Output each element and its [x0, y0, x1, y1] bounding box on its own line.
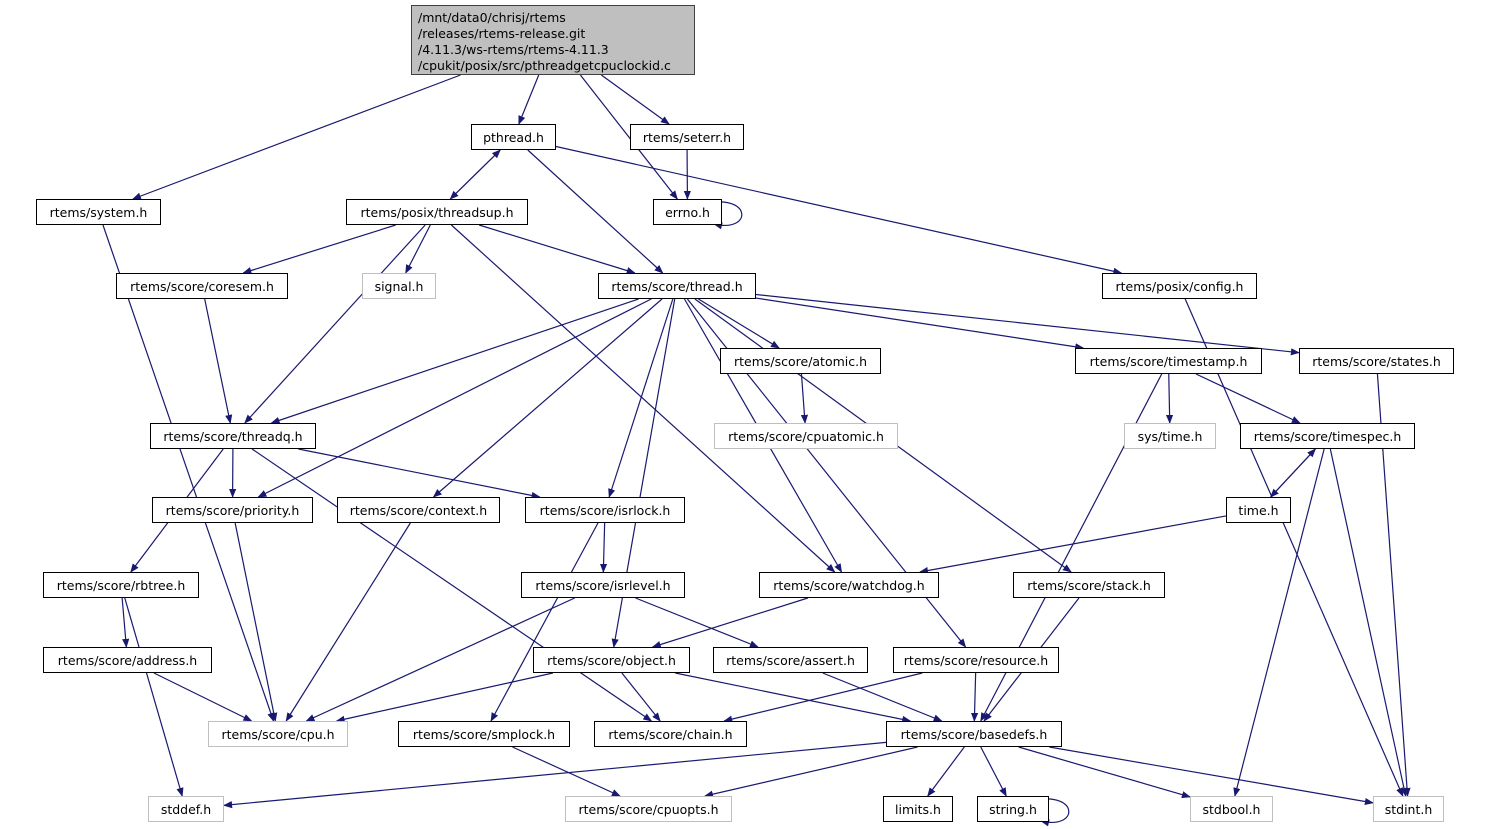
edge-isrlevel-to-cpu: [305, 597, 575, 722]
edge-thread-to-threadq: [270, 298, 639, 424]
node-rtems-posix-threadsup-h[interactable]: rtems/posix/threadsup.h: [346, 199, 528, 225]
edge-basedefs-to-limits: [927, 746, 965, 797]
edge-threadsup-to-threadq: [244, 224, 426, 424]
node-rtems-score-states-h[interactable]: rtems/score/states.h: [1299, 348, 1454, 374]
node-rtems-seterr-h[interactable]: rtems/seterr.h: [630, 124, 744, 150]
node-rtems-score-timestamp-h[interactable]: rtems/score/timestamp.h: [1075, 348, 1262, 374]
node-signal-h[interactable]: signal.h: [362, 273, 436, 299]
edge-thread-to-isrlock: [608, 298, 674, 498]
edge-rbtree-to-address: [121, 597, 130, 648]
root-path-line: /releases/rtems-release.git: [418, 26, 586, 41]
edge-address-to-cpu: [153, 672, 253, 722]
node-rtems-score-smplock-h[interactable]: rtems/score/smplock.h: [398, 721, 570, 747]
node-rtems-score-thread-h[interactable]: rtems/score/thread.h: [598, 273, 756, 299]
node-rtems-score-isrlevel-h[interactable]: rtems/score/isrlevel.h: [521, 572, 685, 598]
node-stdbool-h[interactable]: stdbool.h: [1190, 796, 1273, 822]
edge-basedefs-to-stdint: [1049, 746, 1374, 806]
edge-timestamp-to-systime: [1165, 373, 1174, 424]
edge-object-to-cpu: [335, 672, 554, 723]
node-rtems-score-stack-h[interactable]: rtems/score/stack.h: [1013, 572, 1165, 598]
edge-thread-to-states: [755, 293, 1300, 356]
edge-timestamp-to-basedefs: [980, 373, 1163, 722]
edge-threadsup-to-signal: [405, 224, 431, 274]
edge-thread-to-resource: [686, 298, 967, 648]
edge-threadq-to-isrlock: [298, 448, 541, 499]
node-stdint-h[interactable]: stdint.h: [1373, 796, 1444, 822]
edge-basedefs-to-stddef: [223, 741, 887, 809]
node-rtems-score-chain-h[interactable]: rtems/score/chain.h: [594, 721, 747, 747]
edge-root-to-errno: [579, 74, 678, 200]
node-string-h[interactable]: string.h: [977, 796, 1049, 822]
node-rtems-score-threadq-h[interactable]: rtems/score/threadq.h: [150, 423, 316, 449]
node-rtems-score-cpuopts-h[interactable]: rtems/score/cpuopts.h: [565, 796, 732, 822]
edge-resource-to-basedefs: [970, 672, 979, 722]
edge-threadsup-to-watchdog: [450, 224, 836, 573]
edge-atomic-to-cpuatomic: [800, 373, 809, 424]
node-rtems-score-isrlock-h[interactable]: rtems/score/isrlock.h: [525, 497, 685, 523]
edge-root-to-pthread: [518, 74, 540, 125]
root-path-line: /mnt/data0/chrisj/rtems: [418, 10, 566, 25]
edge-isrlock-to-smplock: [490, 522, 599, 722]
node-rtems-score-context-h[interactable]: rtems/score/context.h: [337, 497, 500, 523]
node-rtems-score-coresem-h[interactable]: rtems/score/coresem.h: [116, 273, 288, 299]
edge-timespec-to-stdint: [1329, 448, 1408, 797]
root-file-node[interactable]: /mnt/data0/chrisj/rtems /releases/rtems-…: [411, 5, 695, 75]
edge-root-to-seterr: [600, 74, 670, 125]
node-rtems-score-rbtree-h[interactable]: rtems/score/rbtree.h: [43, 572, 199, 598]
edge-assert-to-basedefs: [822, 672, 943, 722]
edge-priority-to-cpu: [234, 522, 278, 722]
edge-coresem-to-threadq: [204, 298, 233, 424]
node-rtems-score-assert-h[interactable]: rtems/score/assert.h: [713, 647, 868, 673]
edge-root-to-system: [132, 74, 461, 200]
edge-thread-to-context: [432, 298, 663, 498]
node-rtems-score-object-h[interactable]: rtems/score/object.h: [533, 647, 690, 673]
edge-thread-to-priority: [257, 298, 652, 498]
edge-object-to-chain: [621, 672, 661, 722]
edge-time-to-watchdog: [919, 515, 1227, 575]
edge-basedefs-to-cpuopts: [704, 746, 918, 798]
node-stddef-h[interactable]: stddef.h: [148, 796, 224, 822]
node-rtems-score-address-h[interactable]: rtems/score/address.h: [43, 647, 212, 673]
root-path-line: /4.11.3/ws-rtems/rtems-4.11.3: [418, 42, 609, 57]
node-rtems-score-cpuatomic-h[interactable]: rtems/score/cpuatomic.h: [714, 423, 898, 449]
edge-thread-to-atomic: [698, 298, 780, 349]
node-rtems-score-resource-h[interactable]: rtems/score/resource.h: [893, 647, 1059, 673]
node-limits-h[interactable]: limits.h: [883, 796, 953, 822]
edge-thread-to-timestamp: [755, 297, 1085, 351]
edge-isrlevel-to-assert: [635, 597, 759, 648]
edge-thread-to-object: [611, 298, 676, 648]
edge-basedefs-to-string: [980, 746, 1007, 797]
edge-threadsup-to-thread: [478, 224, 636, 275]
edge-pthread-to-thread: [527, 149, 664, 274]
edge-threadsup-to-pthread: [449, 149, 501, 200]
edge-basedefs-to-stdbool: [1018, 746, 1191, 799]
edge-pthread-to-config: [555, 145, 1123, 275]
node-rtems-score-watchdog-h[interactable]: rtems/score/watchdog.h: [759, 572, 939, 598]
edge-watchdog-to-object: [651, 597, 809, 648]
edge-isrlock-to-isrlevel: [599, 522, 608, 573]
root-path-line: /cpukit/posix/src/pthreadgetcpuclockid.c: [418, 58, 671, 73]
edge-smplock-to-cpuopts: [512, 746, 621, 797]
edge-object-to-basedefs: [675, 672, 912, 723]
edge-timespec-to-stdbool: [1233, 448, 1325, 797]
node-rtems-score-atomic-h[interactable]: rtems/score/atomic.h: [720, 348, 881, 374]
edge-resource-to-chain: [723, 672, 923, 723]
node-rtems-score-cpu-h[interactable]: rtems/score/cpu.h: [208, 721, 348, 747]
node-pthread-h[interactable]: pthread.h: [471, 124, 556, 150]
node-rtems-score-basedefs-h[interactable]: rtems/score/basedefs.h: [886, 721, 1062, 747]
edge-context-to-cpu: [285, 522, 411, 722]
edge-rbtree-to-stddef: [124, 597, 184, 797]
node-rtems-system-h[interactable]: rtems/system.h: [36, 199, 161, 225]
node-errno-h[interactable]: errno.h: [653, 199, 722, 225]
node-time-h[interactable]: time.h: [1226, 497, 1291, 523]
node-rtems-score-timespec-h[interactable]: rtems/score/timespec.h: [1240, 423, 1415, 449]
node-sys-time-h[interactable]: sys/time.h: [1124, 423, 1216, 449]
node-rtems-score-priority-h[interactable]: rtems/score/priority.h: [152, 497, 313, 523]
edge-threadq-to-chain: [251, 448, 653, 722]
edge-threadsup-to-coresem: [242, 224, 396, 275]
node-rtems-posix-config-h[interactable]: rtems/posix/config.h: [1102, 273, 1257, 299]
edge-timestamp-to-timespec: [1195, 373, 1301, 424]
edge-time-to-timespec: [1270, 448, 1316, 498]
